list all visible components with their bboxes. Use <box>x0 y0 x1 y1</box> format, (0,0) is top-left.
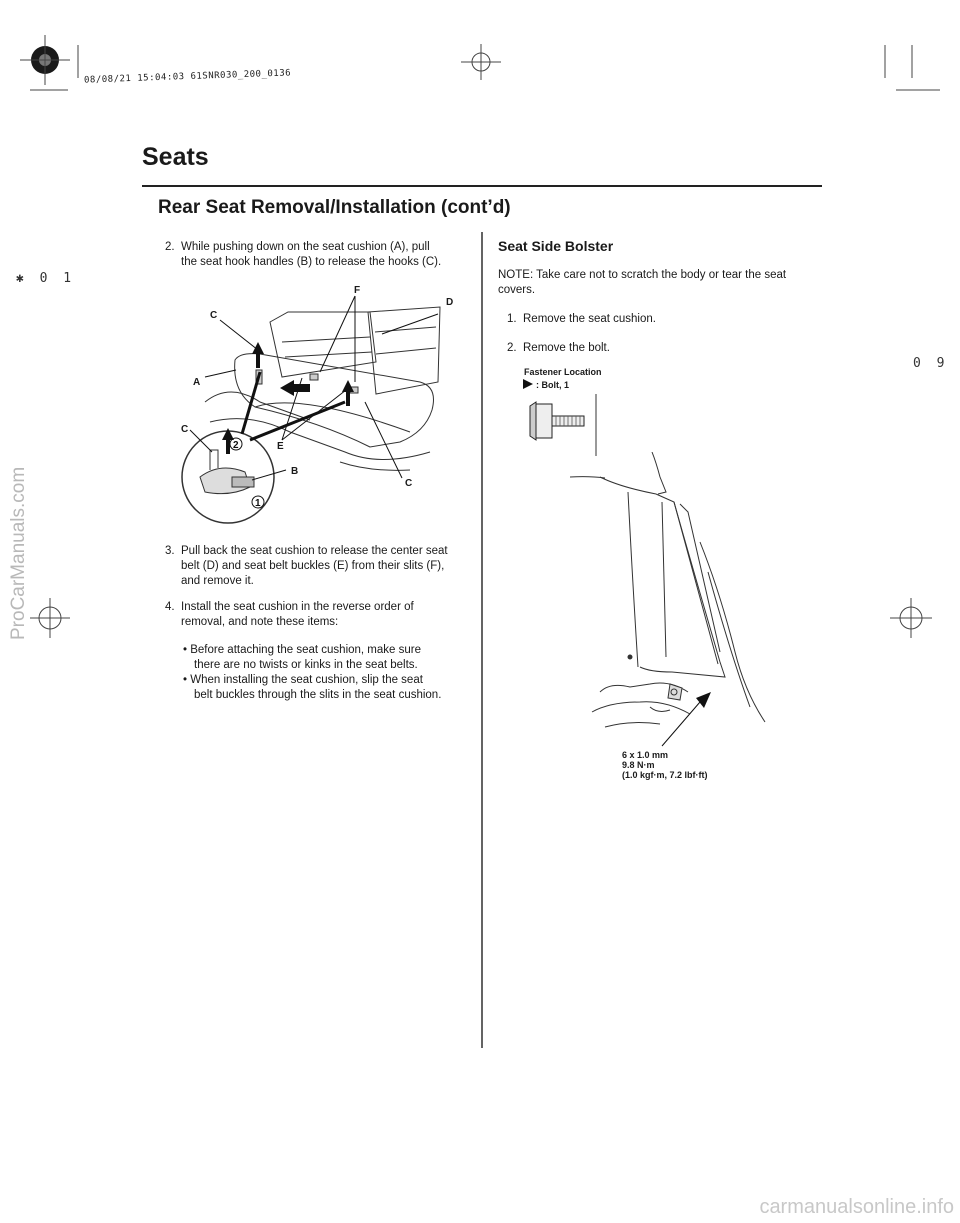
figure-label-f: F <box>354 285 361 296</box>
bolt-icon <box>529 394 597 456</box>
spec-torque-alt: (1.0 kgf·m, 7.2 lbf·ft) <box>622 770 708 780</box>
list-item: • When installing the seat cushion, slip… <box>183 674 423 686</box>
step-text-line: and remove it. <box>181 575 254 587</box>
svg-text:1: 1 <box>255 498 261 509</box>
step-text: Remove the seat cushion. <box>523 313 656 325</box>
step-text-line: Pull back the seat cushion to release th… <box>181 545 448 557</box>
step-text-line: While pushing down on the seat cushion (… <box>181 241 430 253</box>
step-text: Remove the bolt. <box>523 342 610 354</box>
step-text-line: belt (D) and seat belt buckles (E) from … <box>181 560 445 572</box>
step-number: 1. <box>507 313 517 325</box>
step-2-seat-hooks: 2. While pushing down on the seat cushion… <box>165 240 475 270</box>
step-number: 4. <box>165 601 175 613</box>
watermark-bottom: carmanualsonline.info <box>759 1196 954 1218</box>
step-1-remove-cushion: 1. Remove the seat cushion. <box>507 312 656 327</box>
seat-side-bolster-figure <box>570 452 766 747</box>
section-subtitle: Rear Seat Removal/Installation (cont’d) <box>158 197 511 218</box>
page-title: Seats <box>142 143 209 171</box>
install-notes-list: • Before attaching the seat cushion, mak… <box>183 643 483 703</box>
step-text-line: Install the seat cushion in the reverse … <box>181 601 414 613</box>
step-2-remove-bolt: 2. Remove the bolt. <box>507 341 610 356</box>
fastener-legend: : Bolt, 1 <box>536 380 569 390</box>
margin-mark-left: ✱ 0 1 <box>16 271 76 286</box>
step-text-line: removal, and note these items: <box>181 616 339 628</box>
step-number: 2. <box>165 241 175 253</box>
torque-spec: 6 x 1.0 mm 9.8 N·m (1.0 kgf·m, 7.2 lbf·f… <box>622 750 708 780</box>
list-item-cont: belt buckles through the slits in the se… <box>194 689 442 701</box>
step-text-line: the seat hook handles (B) to release the… <box>181 256 442 268</box>
step-number: 3. <box>165 545 175 557</box>
spec-size: 6 x 1.0 mm <box>622 750 669 760</box>
bolt-triangle-icon <box>523 379 533 389</box>
step-3-remove-cushion: 3. Pull back the seat cushion to release … <box>165 544 475 589</box>
figure-label-e: E <box>277 441 284 452</box>
list-item: • Before attaching the seat cushion, mak… <box>183 644 421 656</box>
spec-torque-nm: 9.8 N·m <box>622 760 655 770</box>
figure-label-c-bottom: C <box>405 478 413 489</box>
rear-seat-cushion-figure: 2 1 <box>181 295 441 524</box>
watermark-left: ProCarManuals.com <box>8 466 29 640</box>
figure-label-d: D <box>446 297 454 308</box>
note-text: NOTE: Take care not to scratch the body … <box>498 269 787 296</box>
fastener-location-title: Fastener Location <box>524 367 602 377</box>
svg-text:2: 2 <box>233 440 239 451</box>
figure-label-a: A <box>193 377 201 388</box>
margin-mark-right: 0 9 <box>913 356 949 371</box>
section-heading: Seat Side Bolster <box>498 238 614 254</box>
step-4-install: 4. Install the seat cushion in the revers… <box>165 600 475 630</box>
list-item-cont: there are no twists or kinks in the seat… <box>194 659 418 671</box>
step-number: 2. <box>507 342 517 354</box>
figure-label-c-left: C <box>181 424 189 435</box>
figure-label-c-top: C <box>210 310 218 321</box>
figure-label-b: B <box>291 466 299 477</box>
